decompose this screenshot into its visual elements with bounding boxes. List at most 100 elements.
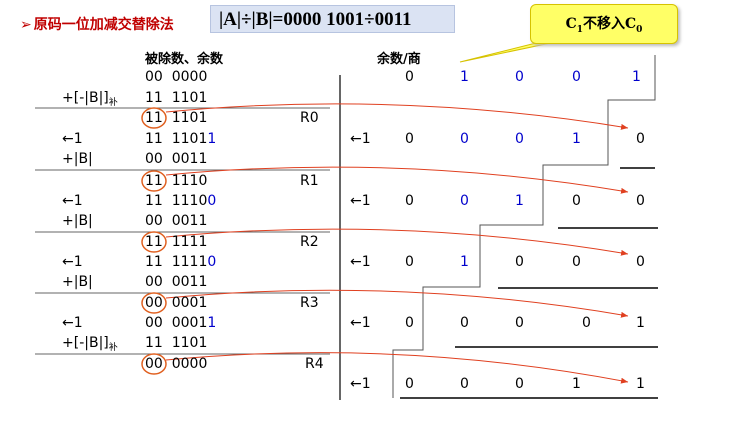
shift-value-0-tail: 1 [207, 131, 217, 147]
q2-2: 0 [515, 254, 524, 270]
shift-value-2-a: 11 [145, 254, 163, 270]
result-r4-a: 00 [145, 356, 163, 372]
op-neg-b-3-sub: 补 [108, 343, 118, 353]
shift-value-1-tail: 0 [207, 193, 217, 209]
q-shift-label-1: ←1 [350, 193, 371, 209]
result-r3: 00 0001 [145, 295, 207, 311]
label-r0: R0 [300, 110, 319, 126]
q1-1: 0 [460, 193, 469, 209]
shift-value-3-tail: 1 [207, 315, 217, 331]
quotient-top-4: 1 [632, 69, 641, 85]
q0-1: 0 [460, 131, 469, 147]
formula-box: |A|÷|B|=0000 1001÷0011 [210, 5, 455, 33]
add-b-1-b: 0011 [171, 213, 208, 229]
shift-label-0: ←1 [62, 131, 83, 147]
header-remainder-quotient: 余数/商 [377, 52, 421, 67]
shift-value-2-head: 111 [180, 254, 208, 270]
op-b-0: +|B| [62, 151, 93, 167]
result-r1-a: 11 [145, 173, 163, 189]
callout-mid: 不移入C [583, 16, 637, 32]
q4-0: 0 [405, 376, 414, 392]
q2-4: 0 [636, 254, 645, 270]
sign-circle-1 [141, 170, 167, 192]
result-r1: 11 1110 [145, 173, 207, 189]
result-r0: 11 1101 [145, 110, 207, 126]
result-r1-b: 1110 [171, 173, 208, 189]
q4-3: 1 [572, 376, 581, 392]
shift-value-0: 11 11011 [145, 131, 217, 147]
add-b-0-a: 00 [145, 151, 163, 167]
add-b-2-a: 00 [145, 274, 163, 290]
shift-label-2: ←1 [62, 254, 83, 270]
q4-2: 0 [515, 376, 524, 392]
q2-1: 1 [460, 254, 469, 270]
shift-value-0-head: 101 [180, 131, 208, 147]
q3-0: 0 [405, 315, 414, 331]
add-b-2: 00 0011 [145, 274, 207, 290]
op-b-1: +|B| [62, 213, 93, 229]
label-r2: R2 [300, 234, 319, 250]
shift-value-2-tail: 0 [207, 254, 217, 270]
op-neg-b-0-sub: 补 [108, 98, 118, 108]
shift-value-1: 11 11100 [145, 193, 217, 209]
q4-1: 0 [460, 376, 469, 392]
q-shift-label-2: ←1 [350, 254, 371, 270]
q-shift-label-3: ←1 [350, 315, 371, 331]
result-r4: 00 0000 [145, 356, 207, 372]
shift-value-1-a: 11 [145, 193, 163, 209]
add-b-3: 11 1101 [145, 335, 207, 351]
sign-circle-4 [141, 353, 167, 375]
q0-4: 0 [636, 131, 645, 147]
result-r3-b: 0001 [171, 295, 208, 311]
quotient-top-3: 0 [572, 69, 581, 85]
flow-arrow-0 [165, 103, 629, 130]
result-r2-b: 1111 [171, 234, 208, 250]
q0-0: 0 [405, 131, 414, 147]
callout-c1: C [565, 16, 577, 32]
quotient-top-2: 0 [515, 69, 524, 85]
flow-arrow-1 [165, 166, 629, 194]
add-b-1-a: 00 [145, 213, 163, 229]
add-b-0: 00 0011 [145, 151, 207, 167]
quotient-top-0: 0 [405, 69, 414, 85]
heading-text: 原码一位加减交替除法 [33, 17, 174, 33]
shift-value-3-head: 001 [180, 315, 208, 331]
callout-sub1: 1 [576, 24, 583, 35]
op-neg-b-3-text: +[-|B|] [62, 335, 109, 351]
q2-3: 0 [572, 254, 581, 270]
result-r0-a: 11 [145, 110, 163, 126]
result-r2: 11 1111 [145, 234, 207, 250]
label-r3: R3 [300, 295, 319, 311]
op-neg-b-0-text: +[-|B|] [62, 90, 109, 106]
staircase-line [392, 55, 656, 398]
add-value-0: 11 1101 [145, 90, 207, 106]
op-neg-b-0: +[-|B|]补 [62, 90, 118, 108]
q3-1: 0 [460, 315, 469, 331]
callout-sub2: 0 [636, 24, 643, 35]
initial-a: 00 [145, 69, 163, 85]
shift-value-1-head: 110 [180, 193, 208, 209]
q-shift-label-0: ←1 [350, 131, 371, 147]
q1-3: 0 [572, 193, 581, 209]
quotient-top-1: 1 [460, 69, 469, 85]
q-shift-label-4: ←1 [350, 376, 371, 392]
sign-circle-2 [141, 231, 167, 253]
shift-value-0-a: 11 [145, 131, 163, 147]
shift-value-2: 11 11110 [145, 254, 217, 270]
result-r0-b: 1101 [171, 110, 208, 126]
q3-3: 0 [582, 315, 591, 331]
flow-arrow-2 [165, 228, 629, 256]
flow-arrow-3 [165, 289, 629, 318]
initial-b: 0000 [171, 69, 208, 85]
q0-2: 0 [515, 131, 524, 147]
shift-value-3-a: 00 [145, 315, 163, 331]
initial-value: 00 0000 [145, 69, 207, 85]
page-heading: ➢原码一位加减交替除法 [20, 14, 174, 34]
label-r4: R4 [305, 356, 324, 372]
header-dividend: 被除数、余数 [145, 52, 224, 67]
add-value-0-b: 1101 [171, 90, 208, 106]
sign-circle-3 [141, 292, 167, 314]
q2-0: 0 [405, 254, 414, 270]
q3-2: 0 [515, 315, 524, 331]
